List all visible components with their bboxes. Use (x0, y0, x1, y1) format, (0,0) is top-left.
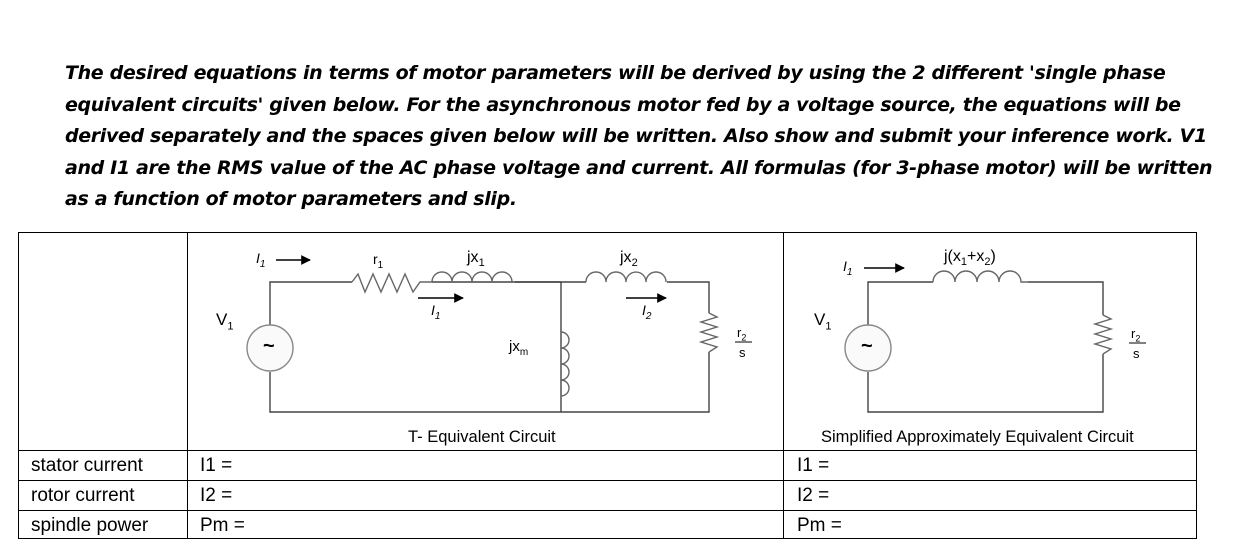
r1-resistor-icon (351, 272, 432, 294)
t-equivalent-caption: T- Equivalent Circuit (408, 428, 556, 446)
label-v1: V1 (216, 310, 234, 333)
simplified-ac-source-icon (844, 324, 892, 372)
simplified-label-r2-numerator: r2 (1131, 326, 1141, 344)
r2-over-s-resistor-icon (698, 312, 720, 353)
simplified-r2-over-s-resistor-icon (1092, 314, 1114, 355)
simplified-caption: Simplified Approximately Equivalent Circ… (821, 428, 1134, 446)
table-divider-2 (783, 232, 784, 539)
table-rule-1 (18, 450, 1197, 451)
row-label-rotor-current: rotor current (31, 485, 135, 506)
t-eq-rotor-current-field[interactable]: I2 = (200, 485, 233, 506)
label-jx1: jx1 (467, 249, 485, 270)
ac-source-icon (246, 324, 294, 372)
t-eq-spindle-power-field[interactable]: Pm = (200, 515, 245, 536)
simplified-source-tilde-label: ~ (861, 335, 873, 357)
row-label-stator-current: stator current (31, 455, 143, 476)
jx1-inductor-icon (431, 271, 513, 283)
label-r1: r1 (373, 251, 384, 271)
label-jx2: jx2 (620, 249, 638, 270)
simplified-label-r2-denominator: s (1133, 346, 1140, 361)
simplified-wire-bottom (867, 354, 1104, 413)
jx1-plus-jx2-inductor-icon (932, 270, 1028, 283)
label-r2-numerator: r2 (737, 325, 747, 343)
simplified-label-v1: V1 (814, 310, 832, 333)
label-jxm: jxm (509, 338, 529, 358)
simplified-rotor-current-field[interactable]: I2 = (797, 485, 830, 506)
jx2-inductor-icon (585, 271, 667, 283)
wire-bottom-return (269, 352, 710, 413)
simplified-wire-top (867, 281, 933, 326)
simplified-stator-current-field[interactable]: I1 = (797, 455, 830, 476)
table-rule-2 (18, 480, 1197, 481)
t-eq-stator-current-field[interactable]: I1 = (200, 455, 233, 476)
source-tilde-label: ~ (263, 335, 275, 357)
label-r2-denominator: s (739, 345, 746, 360)
jxm-inductor-icon (560, 331, 570, 397)
simplified-label-jx12: j(x1+x2) (944, 248, 996, 269)
simplified-label-i1: I1 (843, 258, 853, 278)
table-rule-3 (18, 510, 1197, 511)
simplified-spindle-power-field[interactable]: Pm = (797, 515, 842, 536)
table-divider-1 (187, 232, 188, 539)
instructions-paragraph: The desired equations in terms of motor … (65, 62, 1213, 210)
wire-source-top (269, 281, 352, 326)
answer-table (18, 232, 1197, 539)
label-i2-mid: I2 (642, 302, 652, 322)
label-i1-top: I1 (256, 250, 266, 270)
row-label-spindle-power: spindle power (31, 515, 149, 536)
label-i1-mid: I1 (431, 302, 441, 322)
